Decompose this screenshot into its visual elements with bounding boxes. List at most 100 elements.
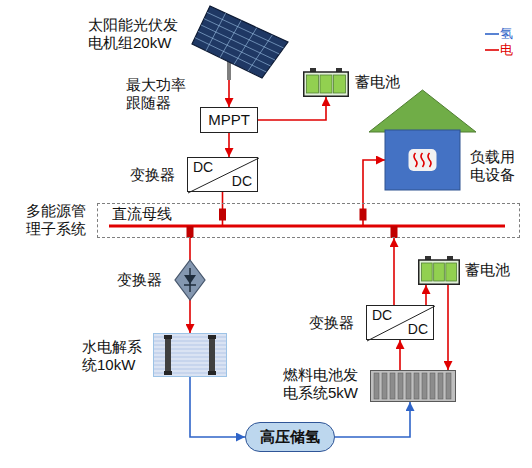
node-text: DC xyxy=(372,307,392,324)
fuel-cell-drawing xyxy=(370,370,456,402)
electrode-cap xyxy=(164,371,172,375)
legend-item: 氢 xyxy=(484,26,513,42)
fuel-cell-plate xyxy=(430,373,435,399)
hydrogen-pipe xyxy=(335,402,410,437)
breaker-block xyxy=(391,226,398,238)
node-label: 变换器 xyxy=(309,314,359,332)
panel-grid xyxy=(201,25,275,60)
diode-bar xyxy=(184,284,196,286)
node-label: 多能源管理子系统 xyxy=(26,202,92,238)
diode-triangle xyxy=(184,275,196,284)
solar-panel-face xyxy=(192,6,288,78)
power-line xyxy=(393,238,395,305)
hydrogen-pipe xyxy=(190,377,245,437)
electrode-plate xyxy=(209,336,215,374)
panel-grid xyxy=(195,38,266,72)
node-text: 直流母线 xyxy=(112,205,172,223)
fuel-cell-plate xyxy=(422,373,427,399)
battery-cell xyxy=(334,75,346,93)
node-label: 燃料电池发电系统5kW xyxy=(283,366,364,402)
battery: 蓄电池 xyxy=(303,68,349,97)
fuel-cell-body xyxy=(371,371,456,402)
legend: 氢电 xyxy=(484,26,513,58)
hydrogen-tank: 高压储氢 xyxy=(245,422,335,452)
power-line xyxy=(189,238,191,260)
breaker-block xyxy=(360,209,367,221)
electrolyser: 水电解系统10kW xyxy=(153,333,227,377)
electrolyser-stripe xyxy=(154,369,226,370)
legend-sample xyxy=(484,29,500,39)
converter-diamond-drawing xyxy=(175,260,205,300)
heat-wave xyxy=(414,153,417,167)
legend-line xyxy=(485,33,499,35)
node-label: 变换器 xyxy=(130,166,180,184)
node-label: 变换器 xyxy=(117,271,167,289)
legend-line xyxy=(485,49,499,51)
dc-converter: 变换器DCDC xyxy=(366,305,434,340)
diamond-shape xyxy=(175,260,205,300)
fuel-cell-plate xyxy=(406,373,411,399)
node-text: MPPT xyxy=(208,111,250,129)
power-line xyxy=(447,285,449,370)
solar-panel-drawing xyxy=(190,4,290,80)
electrode-cap xyxy=(164,335,172,339)
battery-cell xyxy=(446,263,457,281)
mppt-box: 最大功率跟随器MPPT xyxy=(200,107,258,133)
node-label: 蓄电池 xyxy=(355,73,406,91)
node-label: 负载用电设备 xyxy=(470,148,521,184)
power-line xyxy=(189,300,191,333)
heat-wave xyxy=(421,153,424,167)
node-label: 最大功率跟随器 xyxy=(126,76,192,112)
fuel-cell-plate xyxy=(374,373,379,399)
fuel-cell-plate xyxy=(382,373,387,399)
legend-sample xyxy=(484,45,500,55)
battery-cell xyxy=(320,75,332,93)
panel-grid xyxy=(198,31,271,66)
electrolyser-stripe xyxy=(154,345,226,346)
converter-diagonal xyxy=(367,306,435,341)
house-body xyxy=(385,130,460,190)
power-line xyxy=(425,285,427,305)
electrolyser-body xyxy=(154,334,227,377)
battery-body xyxy=(304,72,349,96)
electrode-cap xyxy=(208,371,216,375)
battery-drawing xyxy=(418,256,460,285)
power-line xyxy=(363,160,385,203)
legend-item: 电 xyxy=(484,42,513,58)
heater-icon xyxy=(409,149,437,171)
node-text: DC xyxy=(232,173,252,190)
load-house-drawing xyxy=(385,130,460,190)
power-line xyxy=(399,340,401,370)
load-house: 负载用电设备 xyxy=(385,130,460,190)
power-line xyxy=(258,97,326,120)
converter-diamond: 变换器 xyxy=(175,260,205,300)
converter-diagonal xyxy=(188,158,259,193)
legend-text: 氢 xyxy=(500,26,513,42)
electrolyser-stripe xyxy=(154,349,226,350)
electrode-plate xyxy=(165,336,171,374)
electrolyser-stripe xyxy=(154,353,226,354)
panel-grid xyxy=(204,19,279,54)
node-label: 水电解系统10kW xyxy=(82,338,148,374)
electrolyser-stripe xyxy=(154,357,226,358)
node-label: 太阳能光伏发电机组20kW xyxy=(88,16,184,52)
heat-wave xyxy=(428,153,431,167)
electrolyser-stripe xyxy=(154,341,226,342)
bus-layer xyxy=(109,203,505,238)
power-line xyxy=(228,80,230,107)
battery-cell xyxy=(307,75,319,93)
node-label: 蓄电池 xyxy=(465,261,516,279)
house-roof xyxy=(369,90,476,132)
dc-converter: 变换器DCDC xyxy=(187,157,258,192)
breaker-block xyxy=(187,226,194,238)
solar-panel: 太阳能光伏发电机组20kW xyxy=(190,4,290,80)
battery-drawing xyxy=(303,68,349,97)
node-text: DC xyxy=(193,159,213,176)
dc-bus-line xyxy=(109,225,505,228)
breaker-block xyxy=(219,209,226,221)
battery-body xyxy=(419,260,460,284)
battery-cell xyxy=(434,263,445,281)
legend-text: 电 xyxy=(500,42,513,58)
